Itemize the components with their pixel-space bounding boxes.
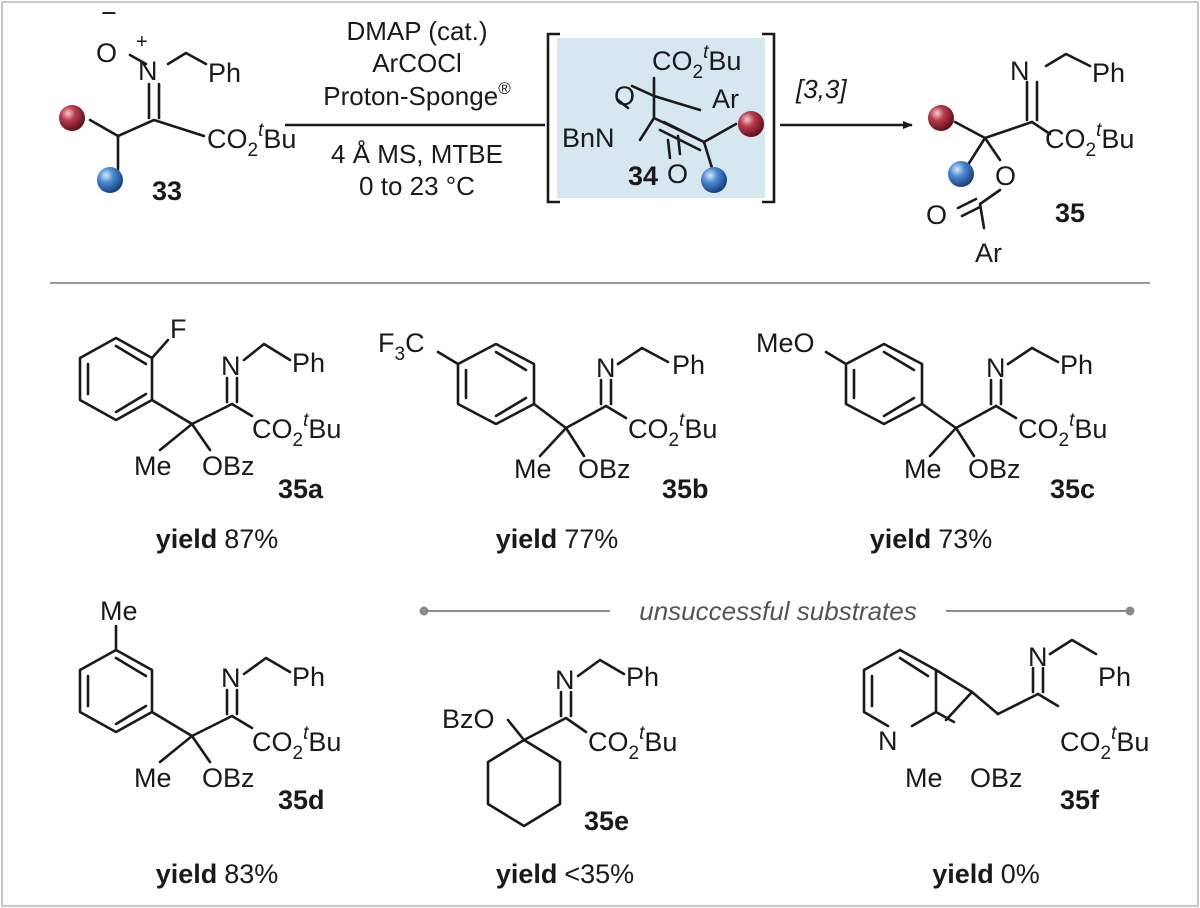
- compound-33-label: 33: [152, 176, 182, 206]
- compound-35e-label: 35e: [584, 806, 629, 836]
- methyl-label: Me: [904, 454, 942, 484]
- red-substituent-ball: [928, 105, 954, 131]
- imine-nitrogen: N: [986, 353, 1006, 383]
- phenyl-label: Ph: [626, 662, 659, 692]
- benzoate-label: OBz: [968, 454, 1021, 484]
- header-dot-left: [419, 606, 429, 616]
- ester-label: CO2tBu: [588, 723, 677, 764]
- blue-substituent-ball: [97, 167, 123, 193]
- ester-label: CO2tBu: [252, 723, 341, 764]
- product-aryl: Ar: [975, 238, 1002, 268]
- compound-35f-label: 35f: [1060, 785, 1100, 815]
- product-carbonyl-oxygen: O: [926, 200, 947, 230]
- rearrangement-arrow: [3,3]: [780, 74, 913, 129]
- blue-substituent-ball: [701, 167, 727, 193]
- o-minus-charge: −: [101, 0, 117, 28]
- compound-35a-label: 35a: [278, 474, 324, 504]
- intermediate-oxygen: O: [614, 81, 635, 111]
- reagent-proton-sponge: Proton-Sponge®: [323, 79, 511, 111]
- imine-nitrogen: N: [1028, 642, 1048, 672]
- trifluoromethyl-label: F3C: [378, 328, 425, 365]
- compound-35d-label: 35d: [278, 785, 325, 815]
- conditions-solvent: 4 Å MS, MTBE: [331, 139, 503, 169]
- intermediate-34-box: CO2tBu O Ar BnN O 34: [546, 32, 776, 204]
- reagent-arcocl: ArCOCl: [372, 48, 462, 78]
- methyl-label: Me: [905, 763, 943, 793]
- phenyl-label: Ph: [1060, 350, 1093, 380]
- intermediate-carbonyl-oxygen: O: [667, 159, 688, 189]
- benzoate-label: OBz: [202, 763, 255, 793]
- imine-nitrogen: N: [221, 663, 241, 693]
- compound-35-label: 35: [1055, 198, 1085, 228]
- methyl-label: Me: [514, 454, 552, 484]
- intermediate-aryl-label: Ar: [712, 84, 739, 114]
- methyl-label: Me: [134, 451, 172, 481]
- phenyl-label: Ph: [292, 348, 325, 378]
- methyl-label: Me: [134, 763, 172, 793]
- starting-material-33: − O + N Ph CO2tBu 33: [59, 0, 296, 206]
- reagent-dmap: DMAP (cat.): [346, 16, 487, 46]
- substrate-35e: BzO N Ph CO2tBu 35e yield<35%: [442, 658, 677, 889]
- benzoyloxy-label: BzO: [442, 704, 495, 734]
- compound-34-label: 34: [628, 161, 658, 191]
- ester-label: CO2tBu: [1060, 723, 1149, 764]
- oxygen-label: O: [96, 38, 117, 68]
- intermediate-highlight: [557, 38, 765, 198]
- intermediate-ester-label: CO2tBu: [652, 42, 741, 83]
- ester-label: CO2tBu: [207, 120, 296, 161]
- benzoate-label: OBz: [578, 454, 631, 484]
- product-phenyl: Ph: [1092, 58, 1125, 88]
- product-ester: CO2tBu: [1045, 120, 1134, 161]
- phenyl-label: Ph: [1098, 662, 1131, 692]
- blue-substituent-ball: [948, 161, 974, 187]
- compound-35b-label: 35b: [662, 474, 709, 504]
- sigmatropic-label: [3,3]: [795, 74, 847, 104]
- unsuccessful-header: unsuccessful substrates: [419, 596, 1135, 626]
- compound-35c-label: 35c: [1050, 474, 1095, 504]
- phenyl-label: Ph: [672, 350, 705, 380]
- reaction-conditions: DMAP (cat.) ArCOCl Proton-Sponge® 4 Å MS…: [285, 16, 545, 201]
- pyridine-nitrogen: N: [878, 726, 898, 756]
- methyl-label: Me: [100, 596, 138, 626]
- ester-label: CO2tBu: [252, 410, 341, 451]
- product-nitrogen: N: [1010, 56, 1030, 86]
- header-dot-right: [1125, 606, 1135, 616]
- fluoro-label: F: [170, 314, 187, 344]
- phenyl-label: Ph: [292, 662, 325, 692]
- imine-nitrogen: N: [596, 353, 616, 383]
- methoxy-label: MeO: [756, 328, 815, 358]
- imine-nitrogen: N: [221, 351, 241, 381]
- phenyl-label: Ph: [208, 58, 241, 88]
- red-substituent-ball: [59, 105, 85, 131]
- benzoate-label: OBz: [202, 451, 255, 481]
- ester-label: CO2tBu: [628, 410, 717, 451]
- left-bracket: [546, 32, 560, 204]
- benzoate-label: OBz: [970, 763, 1023, 793]
- yield-35e: yield<35%: [496, 859, 634, 889]
- product-35: N Ph CO2tBu O O Ar 35: [926, 52, 1134, 268]
- red-substituent-ball: [738, 111, 764, 137]
- conditions-temperature: 0 to 23 °C: [359, 171, 475, 201]
- right-bracket: [762, 32, 776, 204]
- ester-label: CO2tBu: [1018, 410, 1107, 451]
- unsuccessful-substrates-title: unsuccessful substrates: [639, 596, 916, 626]
- product-ester-oxygen: O: [995, 161, 1016, 191]
- nitrogen-label: N: [138, 56, 158, 86]
- imine-nitrogen: N: [555, 665, 575, 695]
- n-plus-charge: +: [136, 31, 148, 53]
- intermediate-bnn-label: BnN: [562, 123, 615, 153]
